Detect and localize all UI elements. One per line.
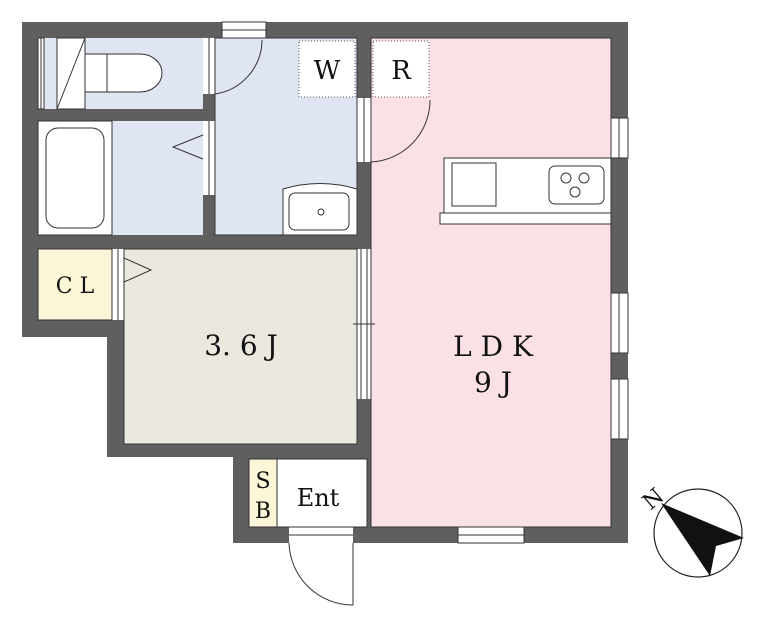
bedroom-floor: [124, 249, 357, 444]
label-wc: W: [314, 56, 341, 86]
bath-door-mark: [171, 134, 204, 160]
wash-basin-icon: [282, 183, 358, 236]
bathtub-icon: [37, 120, 113, 236]
closet-door-mark: [123, 257, 153, 283]
label-refrigerator: R: [391, 56, 412, 86]
washer-space-box: [298, 40, 356, 98]
label-shoe-box-b: B: [255, 499, 271, 524]
stove-icon: [548, 165, 605, 205]
label-bedroom: 3. 6 J: [204, 329, 278, 362]
room-outlines: [37, 37, 612, 528]
ldk-floor: [371, 38, 611, 527]
closet-floor: [38, 249, 112, 320]
washroom-door-swing: [370, 99, 431, 163]
fridge-space-box: [372, 40, 430, 98]
label-ldk-size: 9 J: [474, 366, 512, 399]
compass-rose: N: [638, 484, 744, 578]
entrance-door-swing: [288, 542, 354, 606]
label-closet: C L: [56, 274, 95, 299]
label-entrance: Ent: [297, 484, 340, 512]
windows: [37, 21, 629, 544]
shoe-box: [249, 459, 277, 527]
label-shoe-box-s: S: [255, 469, 270, 494]
toilet-door-swing: [214, 39, 263, 95]
compass-needle-icon: [661, 503, 744, 576]
toilet-icon: [56, 37, 163, 110]
label-ldk-name: L D K: [453, 330, 534, 363]
kitchen-counter-icon: [439, 157, 612, 225]
